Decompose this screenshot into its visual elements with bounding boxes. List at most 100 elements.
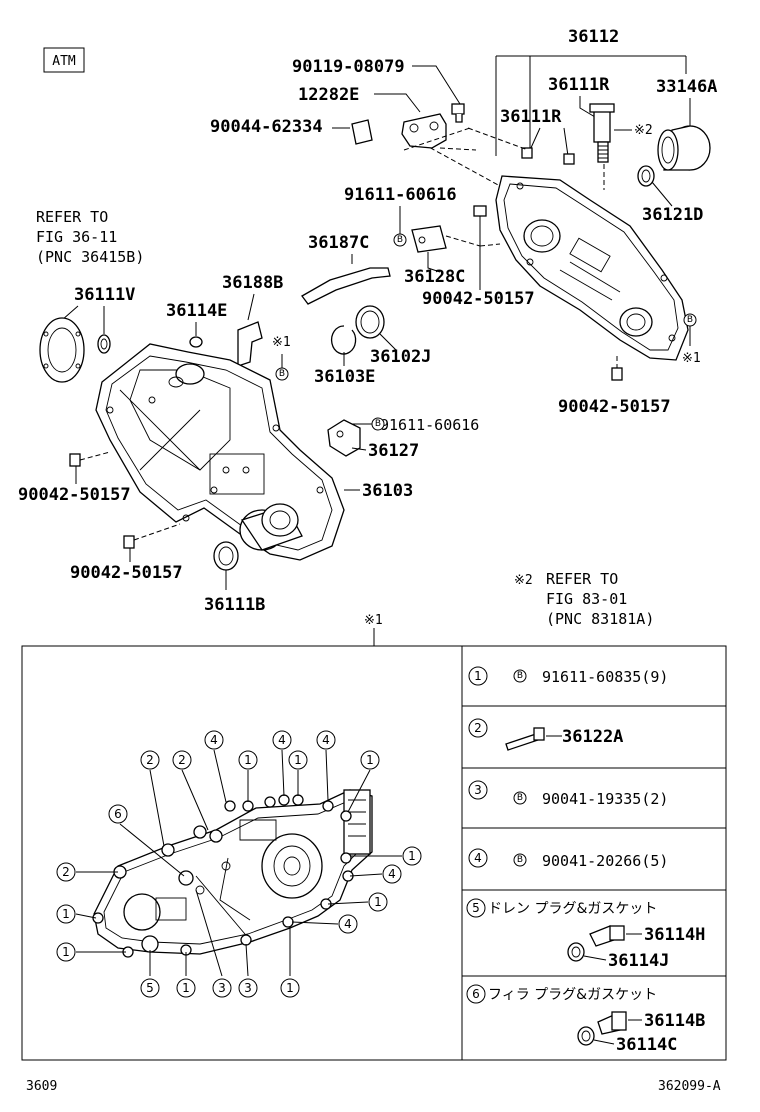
oil-tube-36187C	[301, 267, 391, 305]
label-90042-50157-center[interactable]: 90042-50157	[422, 289, 535, 309]
oil-seal-33146A	[657, 125, 711, 171]
transfer-case-36103	[95, 343, 345, 561]
plate-36128C	[411, 225, 447, 253]
label-90042-50157-left[interactable]: 90042-50157	[18, 485, 131, 505]
label-36102J[interactable]: 36102J	[370, 347, 431, 367]
label-36111V[interactable]: 36111V	[74, 285, 135, 305]
label-36111B[interactable]: 36111B	[204, 595, 265, 615]
legend-part-3[interactable]: 90041-19335(2)	[542, 790, 668, 808]
legend-part-5a[interactable]: 36114H	[644, 925, 705, 945]
legend-part-4[interactable]: 90041-20266(5)	[542, 852, 668, 870]
svg-text:3: 3	[474, 783, 482, 797]
svg-text:6: 6	[472, 987, 480, 1001]
label-36188B[interactable]: 36188B	[222, 273, 283, 293]
note-1-mark-left: ※1	[272, 335, 291, 350]
legend-row-3: 3 B 90041-19335(2)	[468, 780, 668, 808]
label-91611-60616-upper[interactable]: 91611-60616	[344, 185, 457, 205]
legend-row-6: 6 フィラ プラグ&ガスケット 36114B 36114C	[466, 984, 705, 1055]
legend-part-6a[interactable]: 36114B	[644, 1011, 705, 1031]
note-2-mark: ※2	[634, 123, 653, 138]
callout-1: 1	[244, 753, 252, 767]
svg-text:2: 2	[474, 721, 482, 735]
callout-4: 4	[278, 733, 286, 747]
svg-text:B: B	[517, 855, 523, 865]
b-symbol-right: B	[687, 315, 693, 325]
label-36187C[interactable]: 36187C	[308, 233, 369, 253]
svg-text:※2: ※2	[514, 573, 533, 588]
clamp-90044	[351, 119, 373, 145]
label-91611-60616-lower[interactable]: 91611-60616	[380, 416, 479, 434]
callout-1: 1	[366, 753, 374, 767]
label-36127[interactable]: 36127	[368, 441, 419, 461]
bolt-layout-frame	[21, 645, 727, 1061]
svg-text:REFER TO: REFER TO	[546, 570, 618, 588]
rear-cover-group: 36112 36111R 33146A 36111R ※2 36	[415, 27, 717, 417]
speed-sensor	[589, 103, 615, 163]
label-90042-50157-right[interactable]: 90042-50157	[558, 397, 671, 417]
legend-part-2[interactable]: 36122A	[562, 727, 623, 747]
callout-6: 6	[114, 807, 122, 821]
svg-text:4: 4	[474, 851, 482, 865]
sensor-bracket-group: 90119-08079 12282E 90044-62334	[210, 57, 477, 151]
legend-row-5: 5 ドレン プラグ&ガスケット 36114H 36114J	[466, 898, 705, 971]
callout-1: 1	[286, 981, 294, 995]
refer-note-83-01: ※2 REFER TO FIG 83-01 (PNC 83181A)	[514, 570, 654, 628]
label-90044-62334[interactable]: 90044-62334	[210, 117, 323, 137]
legend-part-5b[interactable]: 36114J	[608, 951, 669, 971]
svg-text:REFER TO: REFER TO	[36, 208, 108, 226]
callout-4: 4	[322, 733, 330, 747]
b-symbol-left: B	[279, 369, 285, 379]
footer-right: 362099-A	[658, 1079, 721, 1094]
legend-part-1[interactable]: 91611-60835(9)	[542, 668, 668, 686]
legend-row-4: 4 B 90041-20266(5)	[468, 848, 668, 870]
label-36103E[interactable]: 36103E	[314, 367, 375, 387]
bolt-90119	[451, 103, 465, 123]
label-36112[interactable]: 36112	[568, 27, 619, 47]
seal-36111B	[213, 541, 239, 590]
snap-ring-36103E	[330, 325, 357, 366]
callout-2: 2	[178, 753, 186, 767]
bracket-12282E	[401, 113, 447, 149]
note-1-mark-right: ※1	[682, 351, 701, 366]
label-36111R-upper[interactable]: 36111R	[548, 75, 610, 95]
rear-cover-36112	[495, 175, 689, 361]
label-36128C[interactable]: 36128C	[404, 267, 465, 287]
atm-label: ATM	[52, 54, 76, 69]
b-symbol-lower: B	[375, 419, 381, 429]
callout-5: 5	[146, 981, 154, 995]
callout-1: 1	[62, 945, 70, 959]
bolt-layout-case	[93, 789, 373, 955]
svg-text:B: B	[517, 671, 523, 681]
legend-row-1: 1 B 91611-60835(9)	[468, 666, 668, 686]
legend-title-6: フィラ プラグ&ガスケット	[488, 987, 657, 1003]
label-36103[interactable]: 36103	[362, 481, 413, 501]
label-36114E[interactable]: 36114E	[166, 301, 227, 321]
box-note-1-mark: ※1	[364, 613, 383, 628]
legend-row-2: 2 36122A	[468, 718, 623, 751]
callouts: 2 2 4 1 4 1 4 1 6 2 1 4 1 4 1 1 5 1 3 3 …	[56, 730, 422, 998]
bracket-36127	[327, 419, 361, 457]
label-36111R-lower[interactable]: 36111R	[500, 107, 562, 127]
legend-part-6b[interactable]: 36114C	[616, 1035, 677, 1055]
atm-tag: ATM	[43, 47, 85, 73]
svg-text:5: 5	[472, 901, 480, 915]
label-90119-08079[interactable]: 90119-08079	[292, 57, 405, 77]
label-33146A[interactable]: 33146A	[656, 77, 717, 97]
svg-text:FIG 36-11: FIG 36-11	[36, 228, 117, 246]
callout-2: 2	[146, 753, 154, 767]
bracket-36188B	[237, 321, 263, 367]
callout-1: 1	[62, 907, 70, 921]
label-36121D[interactable]: 36121D	[642, 205, 703, 225]
footer-left: 3609	[26, 1079, 57, 1094]
callout-4: 4	[344, 917, 352, 931]
label-12282E[interactable]: 12282E	[298, 85, 359, 105]
svg-text:B: B	[517, 793, 523, 803]
callout-1: 1	[374, 895, 382, 909]
refer-note-36-11: REFER TO FIG 36-11 (PNC 36415B)	[36, 208, 144, 266]
cover-36415B	[39, 317, 85, 383]
callout-1: 1	[294, 753, 302, 767]
label-90042-50157-bottom[interactable]: 90042-50157	[70, 563, 183, 583]
svg-text:(PNC 83181A): (PNC 83181A)	[546, 610, 654, 628]
svg-text:1: 1	[474, 669, 482, 683]
